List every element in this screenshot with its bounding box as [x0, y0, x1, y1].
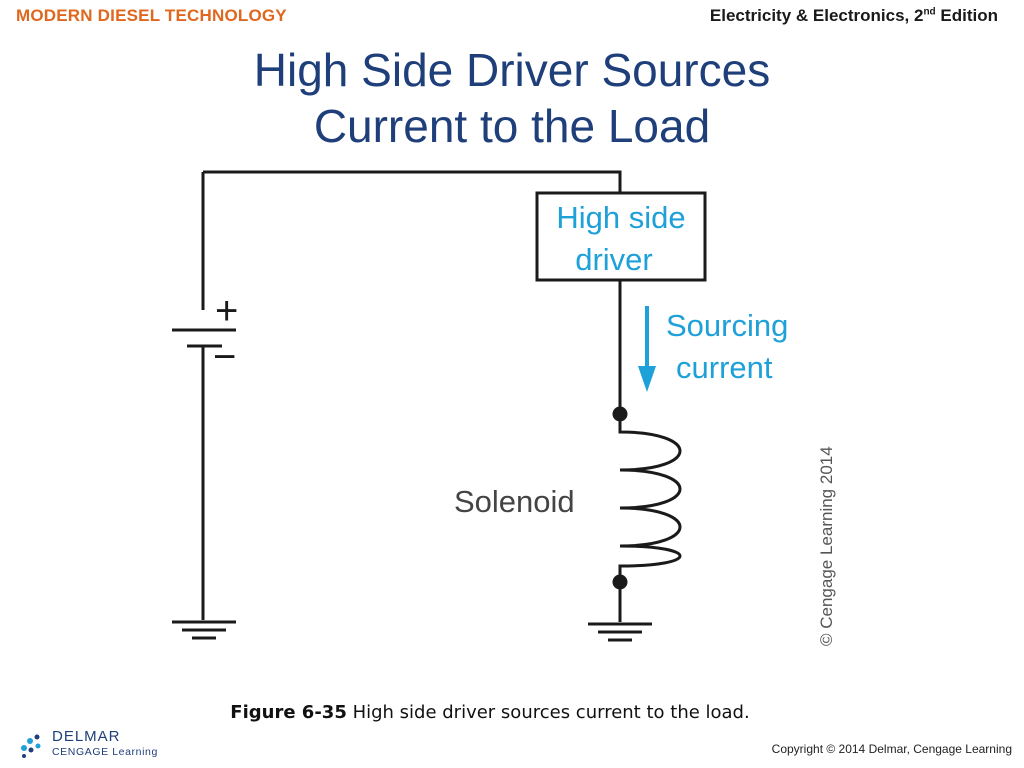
top-wire — [201, 170, 622, 310]
solenoid-label: Solenoid — [454, 484, 575, 519]
driver-label-line-1: High side — [556, 200, 685, 235]
battery-minus-sign: − — [213, 335, 236, 379]
publisher-title: MODERN DIESEL TECHNOLOGY — [16, 6, 287, 25]
solenoid-coil — [618, 414, 682, 582]
book-edition: Electricity & Electronics, 2nd Edition — [710, 6, 998, 26]
figure-number: Figure 6-35 — [230, 702, 347, 723]
delmar-logo-brand: DELMAR — [52, 728, 121, 745]
current-label-line-2: current — [676, 350, 773, 385]
lower-junction-dot — [612, 574, 628, 590]
delmar-logo-icon — [21, 734, 41, 758]
upper-junction-dot — [612, 406, 628, 422]
cengage-credit: © Cengage Learning 2014 — [817, 446, 836, 646]
slide-title-line-2: Current to the Load — [313, 100, 711, 152]
slide-title: High Side Driver Sources Current to the … — [0, 42, 1024, 154]
driver-label-line-2: driver — [575, 242, 653, 277]
book-edition-main: Electricity & Electronics, 2 — [709, 6, 924, 25]
delmar-logo: DELMAR CENGAGE Learning — [18, 728, 178, 764]
high-side-driver-box — [535, 191, 707, 282]
battery-plus-sign: + — [215, 289, 238, 333]
book-edition-tail: Edition — [935, 6, 998, 25]
figure-caption: Figure 6-35 High side driver sources cur… — [0, 702, 980, 723]
current-label-line-1: Sourcing — [666, 308, 788, 343]
edition-superscript: nd — [923, 6, 936, 18]
delmar-logo-sub: CENGAGE Learning — [52, 746, 158, 758]
slide-title-line-1: High Side Driver Sources — [253, 44, 771, 96]
copyright-notice: Copyright © 2014 Delmar, Cengage Learnin… — [771, 742, 1012, 756]
figure-caption-text: High side driver sources current to the … — [346, 702, 750, 723]
current-arrow-head — [638, 366, 656, 392]
